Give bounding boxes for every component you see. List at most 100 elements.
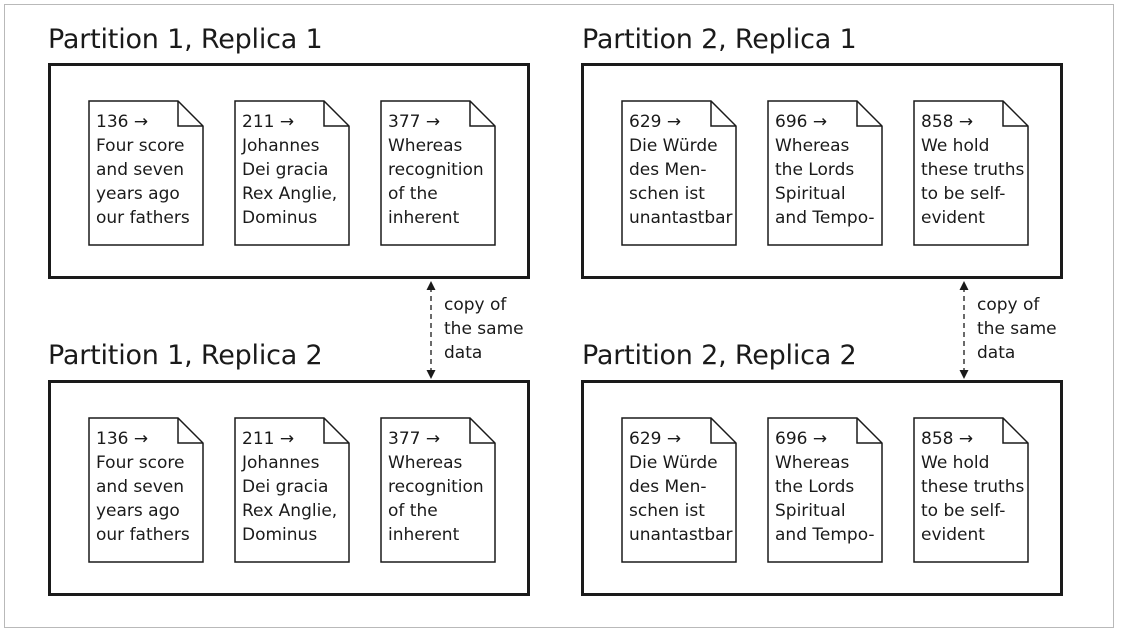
document-icon xyxy=(621,417,737,563)
link-label-line: data xyxy=(977,343,1016,363)
document-line: Dei gracia xyxy=(242,477,329,497)
document-text: 629 → Die Würde des Men- schen ist unant… xyxy=(629,427,733,547)
document-line: Rex Anglie, xyxy=(242,501,338,521)
document-key: 377 → xyxy=(388,112,441,132)
document: 377 → Whereas recognition of the inheren… xyxy=(380,100,496,246)
document-text: 377 → Whereas recognition of the inheren… xyxy=(388,427,484,547)
document-line: Spiritual xyxy=(775,501,846,521)
document-icon xyxy=(767,417,883,563)
document-line: Whereas xyxy=(388,136,463,156)
document-text: 377 → Whereas recognition of the inheren… xyxy=(388,110,484,230)
document-line: Dominus xyxy=(242,525,318,545)
document-text: 629 → Die Würde des Men- schen ist unant… xyxy=(629,110,733,230)
document-icon xyxy=(621,100,737,246)
replica-box: 136 → Four score and seven years ago our… xyxy=(48,63,530,279)
document: 858 → We hold these truths to be self- e… xyxy=(913,100,1029,246)
document-icon xyxy=(88,100,204,246)
document-line: unantastbar xyxy=(629,525,733,545)
document-line: Dominus xyxy=(242,208,318,228)
replica-box: 629 → Die Würde des Men- schen ist unant… xyxy=(581,380,1063,596)
document-key: 211 → xyxy=(242,112,295,132)
document: 136 → Four score and seven years ago our… xyxy=(88,100,204,246)
document: 696 → Whereas the Lords Spiritual and Te… xyxy=(767,100,883,246)
document-key: 136 → xyxy=(96,429,149,449)
replica-box: 629 → Die Würde des Men- schen ist unant… xyxy=(581,63,1063,279)
document-line: Dei gracia xyxy=(242,160,329,180)
document-text: 696 → Whereas the Lords Spiritual and Te… xyxy=(775,427,875,547)
document: 696 → Whereas the Lords Spiritual and Te… xyxy=(767,417,883,563)
document-line: We hold xyxy=(921,453,990,473)
document-line: des Men- xyxy=(629,160,707,180)
document-line: our fathers xyxy=(96,525,190,545)
link-label: copy of the same data xyxy=(444,293,524,365)
replica-title: Partition 1, Replica 1 xyxy=(48,24,323,55)
link-label-line: the same xyxy=(977,319,1057,339)
document-text: 858 → We hold these truths to be self- e… xyxy=(921,427,1024,547)
document-line: years ago xyxy=(96,501,180,521)
document-line: Whereas xyxy=(775,453,850,473)
document-key: 629 → xyxy=(629,112,682,132)
document-line: these truths xyxy=(921,477,1025,497)
link-label-line: copy of xyxy=(444,295,507,315)
document-key: 136 → xyxy=(96,112,149,132)
document-key: 377 → xyxy=(388,429,441,449)
document-icon xyxy=(234,100,350,246)
document-line: years ago xyxy=(96,184,180,204)
document-line: schen ist xyxy=(629,184,705,204)
document-line: recognition xyxy=(388,160,484,180)
document-icon xyxy=(380,100,496,246)
document-icon xyxy=(913,100,1029,246)
document-key: 858 → xyxy=(921,429,974,449)
document-line: to be self- xyxy=(921,184,1006,204)
document-text: 858 → We hold these truths to be self- e… xyxy=(921,110,1024,230)
document-line: our fathers xyxy=(96,208,190,228)
document-key: 696 → xyxy=(775,429,828,449)
document-icon xyxy=(234,417,350,563)
document-icon xyxy=(88,417,204,563)
document-line: unantastbar xyxy=(629,208,733,228)
document-line: Four score xyxy=(96,136,185,156)
replica-title: Partition 1, Replica 2 xyxy=(48,340,323,371)
document-icon xyxy=(380,417,496,563)
link-label-line: the same xyxy=(444,319,524,339)
document-line: to be self- xyxy=(921,501,1006,521)
document-line: Spiritual xyxy=(775,184,846,204)
replication-link: copy of the same data xyxy=(957,281,1077,379)
replica-box: 136 → Four score and seven years ago our… xyxy=(48,380,530,596)
document-line: evident xyxy=(921,208,985,228)
document-key: 629 → xyxy=(629,429,682,449)
document: 136 → Four score and seven years ago our… xyxy=(88,417,204,563)
document-line: schen ist xyxy=(629,501,705,521)
document-line: and Tempo- xyxy=(775,525,875,545)
double-arrow-icon xyxy=(959,281,969,379)
document-line: Whereas xyxy=(388,453,463,473)
document: 858 → We hold these truths to be self- e… xyxy=(913,417,1029,563)
document-text: 136 → Four score and seven years ago our… xyxy=(96,110,190,230)
document-line: and seven xyxy=(96,160,184,180)
document-line: Four score xyxy=(96,453,185,473)
document-text: 136 → Four score and seven years ago our… xyxy=(96,427,190,547)
replica-title: Partition 2, Replica 1 xyxy=(582,24,857,55)
document-line: Whereas xyxy=(775,136,850,156)
document-line: des Men- xyxy=(629,477,707,497)
document-line: of the xyxy=(388,501,438,521)
document: 211 → Johannes Dei gracia Rex Anglie, Do… xyxy=(234,417,350,563)
document: 629 → Die Würde des Men- schen ist unant… xyxy=(621,417,737,563)
document-line: Johannes xyxy=(242,136,320,156)
double-arrow-icon xyxy=(426,281,436,379)
document-text: 696 → Whereas the Lords Spiritual and Te… xyxy=(775,110,875,230)
document-line: inherent xyxy=(388,208,460,228)
document-line: Die Würde xyxy=(629,453,718,473)
document-line: We hold xyxy=(921,136,990,156)
document-key: 696 → xyxy=(775,112,828,132)
document-line: inherent xyxy=(388,525,460,545)
document-key: 858 → xyxy=(921,112,974,132)
document-line: of the xyxy=(388,184,438,204)
link-label-line: copy of xyxy=(977,295,1040,315)
document-line: evident xyxy=(921,525,985,545)
document: 377 → Whereas recognition of the inheren… xyxy=(380,417,496,563)
document-text: 211 → Johannes Dei gracia Rex Anglie, Do… xyxy=(242,427,337,547)
document-line: recognition xyxy=(388,477,484,497)
replica-title: Partition 2, Replica 2 xyxy=(582,340,857,371)
document-line: Die Würde xyxy=(629,136,718,156)
